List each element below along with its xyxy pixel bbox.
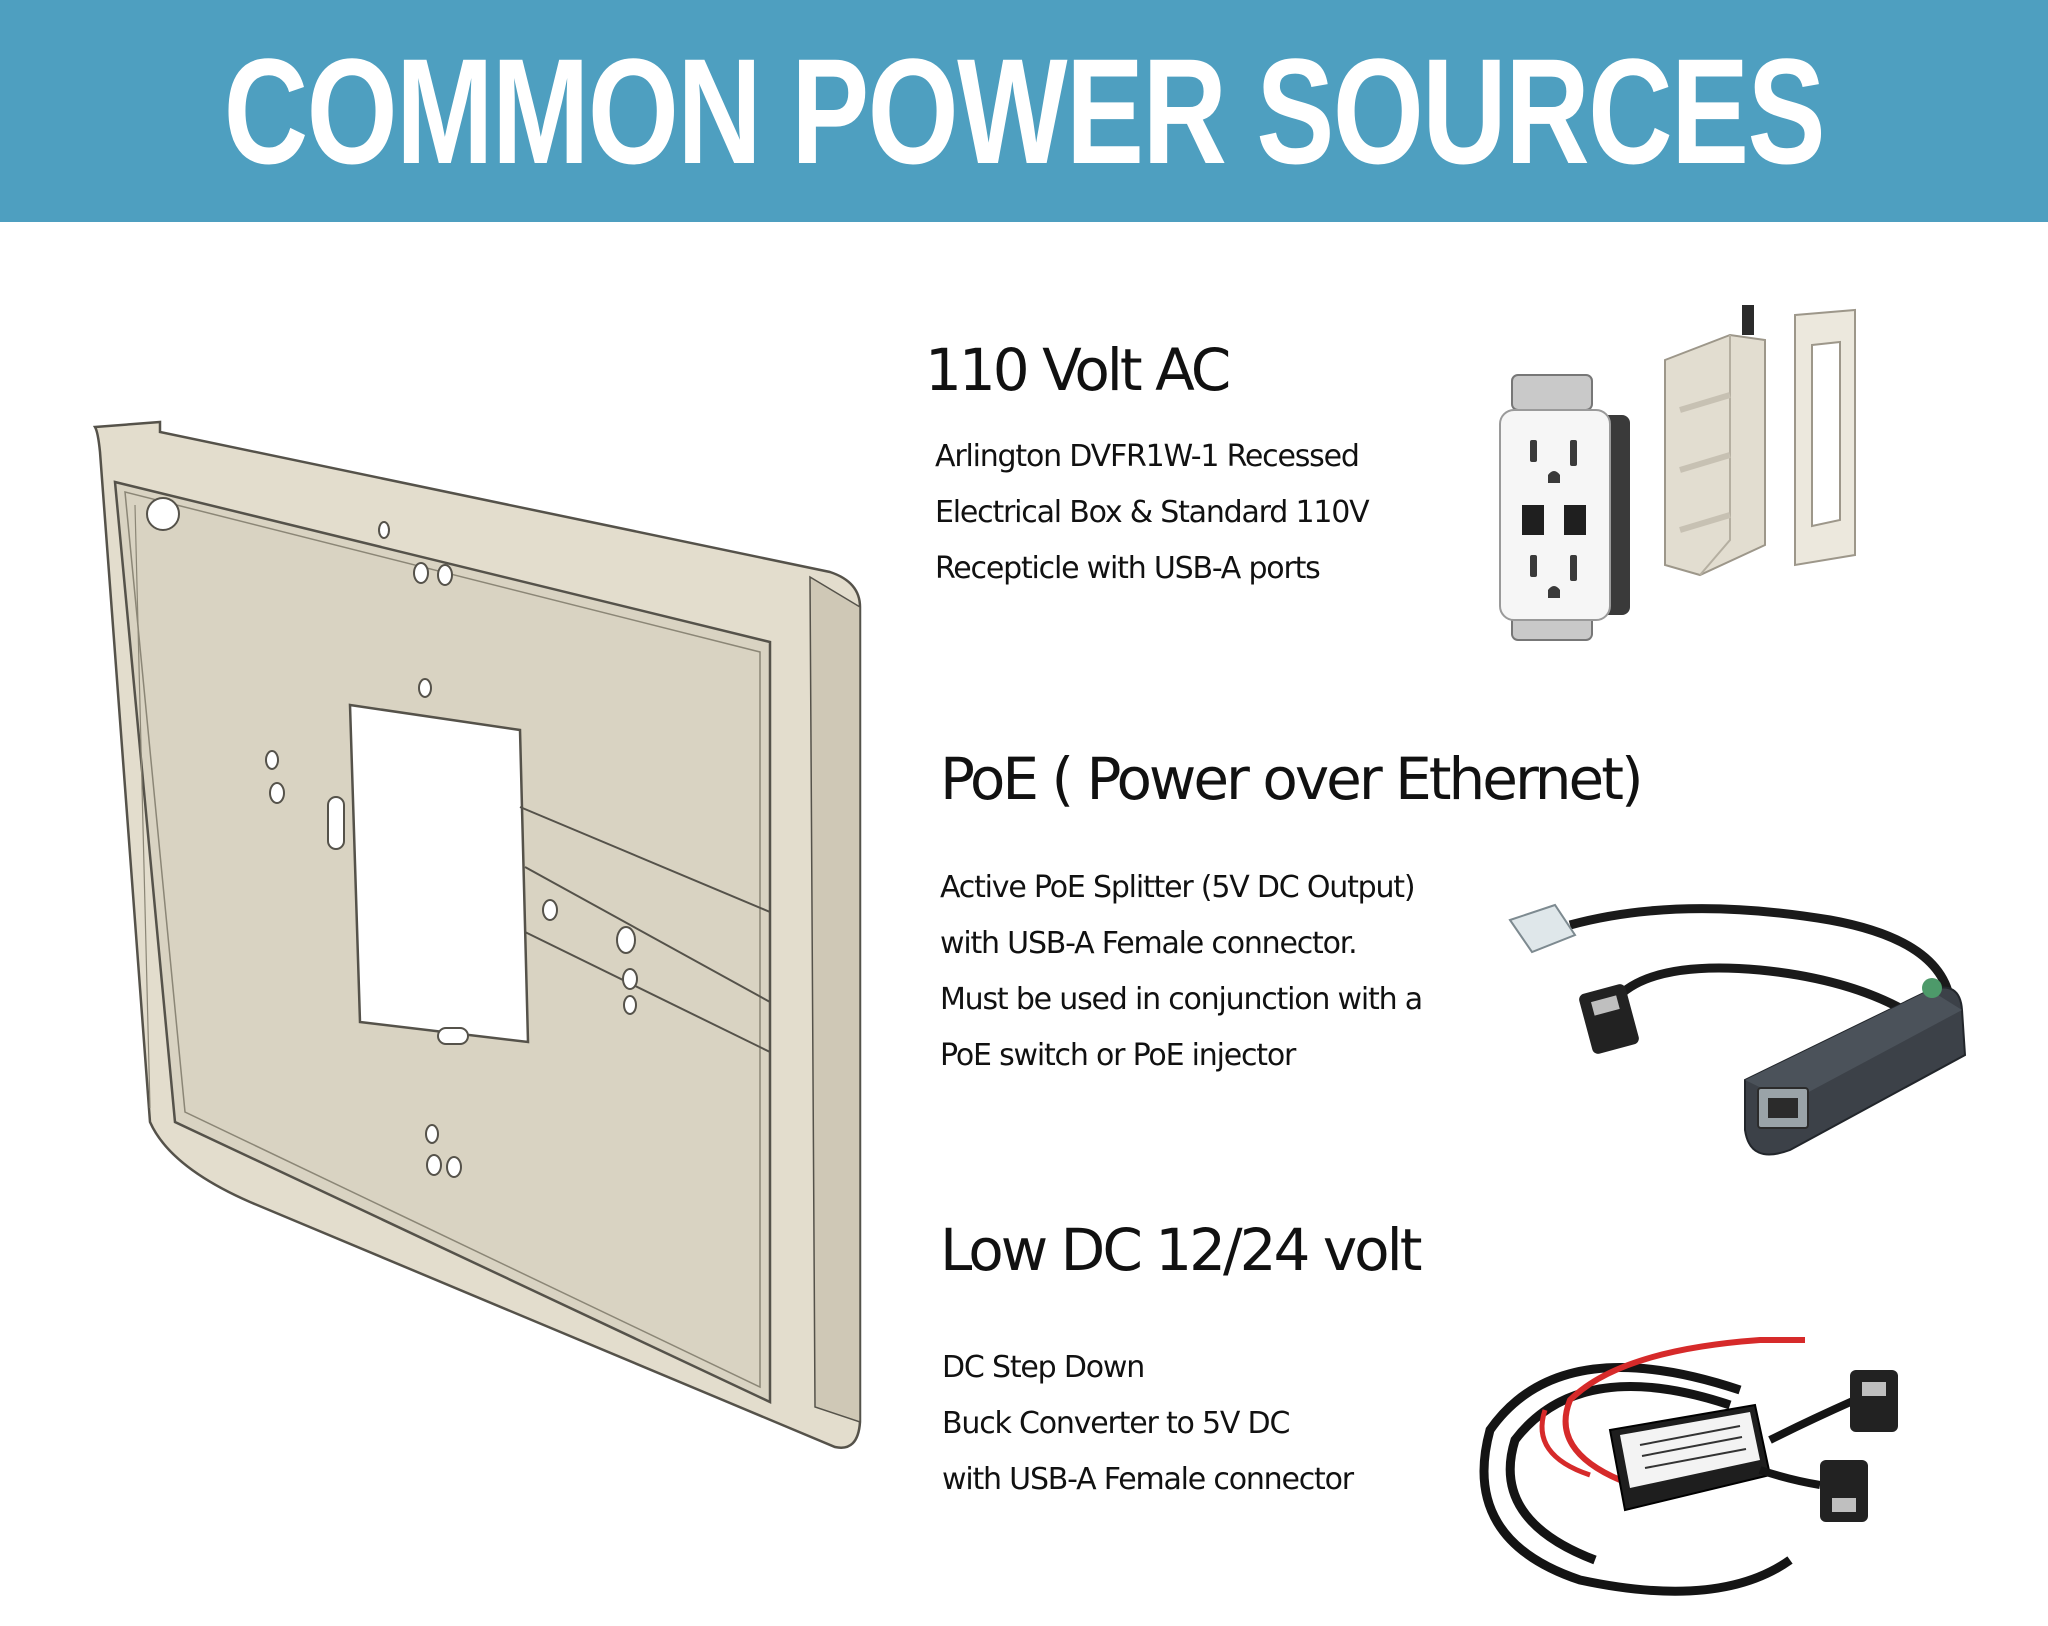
desc-line: with USB-A Female connector. xyxy=(940,926,1358,961)
header-banner: COMMON POWER SOURCES xyxy=(0,0,2048,222)
section-desc-lowdc: DC Step Down Buck Converter to 5V DC wit… xyxy=(942,1340,1354,1508)
desc-line: with USB-A Female connector xyxy=(942,1462,1354,1497)
usb-female-connector xyxy=(1850,1370,1898,1432)
outlet-and-box-photo xyxy=(1499,305,1856,641)
recessed-box xyxy=(1664,333,1766,577)
usb-port xyxy=(1522,505,1544,535)
desc-line: Buck Converter to 5V DC xyxy=(942,1406,1290,1441)
section-desc-poe: Active PoE Splitter (5V DC Output) with … xyxy=(940,860,1423,1084)
center-cutout xyxy=(348,703,530,1044)
rj45-plug xyxy=(1508,903,1577,954)
section-title-lowdc: Low DC 12/24 volt xyxy=(940,1216,1422,1284)
usb-port xyxy=(1564,505,1586,535)
desc-line: Recepticle with USB-A ports xyxy=(935,551,1321,586)
section-title-poe: PoE ( Power over Ethernet) xyxy=(940,745,1644,813)
desc-line: DC Step Down xyxy=(942,1350,1145,1385)
red-wire xyxy=(1562,1337,1805,1483)
desc-line: Must be used in conjunction with a xyxy=(940,982,1423,1017)
section-desc-ac: Arlington DVFR1W-1 Recessed Electrical B… xyxy=(935,429,1370,597)
section-title-ac: 110 Volt AC xyxy=(925,336,1231,404)
usb-female-connector xyxy=(1820,1460,1868,1522)
desc-line: Active PoE Splitter (5V DC Output) xyxy=(940,870,1416,905)
desc-line: PoE switch or PoE injector xyxy=(940,1038,1296,1073)
desc-line: Electrical Box & Standard 110V xyxy=(935,495,1370,530)
usb-female-connector xyxy=(1579,984,1639,1054)
page-title: COMMON POWER SOURCES xyxy=(223,26,1826,195)
receptacle-face xyxy=(1499,409,1611,621)
buck-converter-photo xyxy=(1479,1337,1898,1596)
desc-line: Arlington DVFR1W-1 Recessed xyxy=(935,439,1360,474)
wall-mount-render xyxy=(92,420,862,1449)
poe-splitter-photo xyxy=(1508,903,1967,1156)
